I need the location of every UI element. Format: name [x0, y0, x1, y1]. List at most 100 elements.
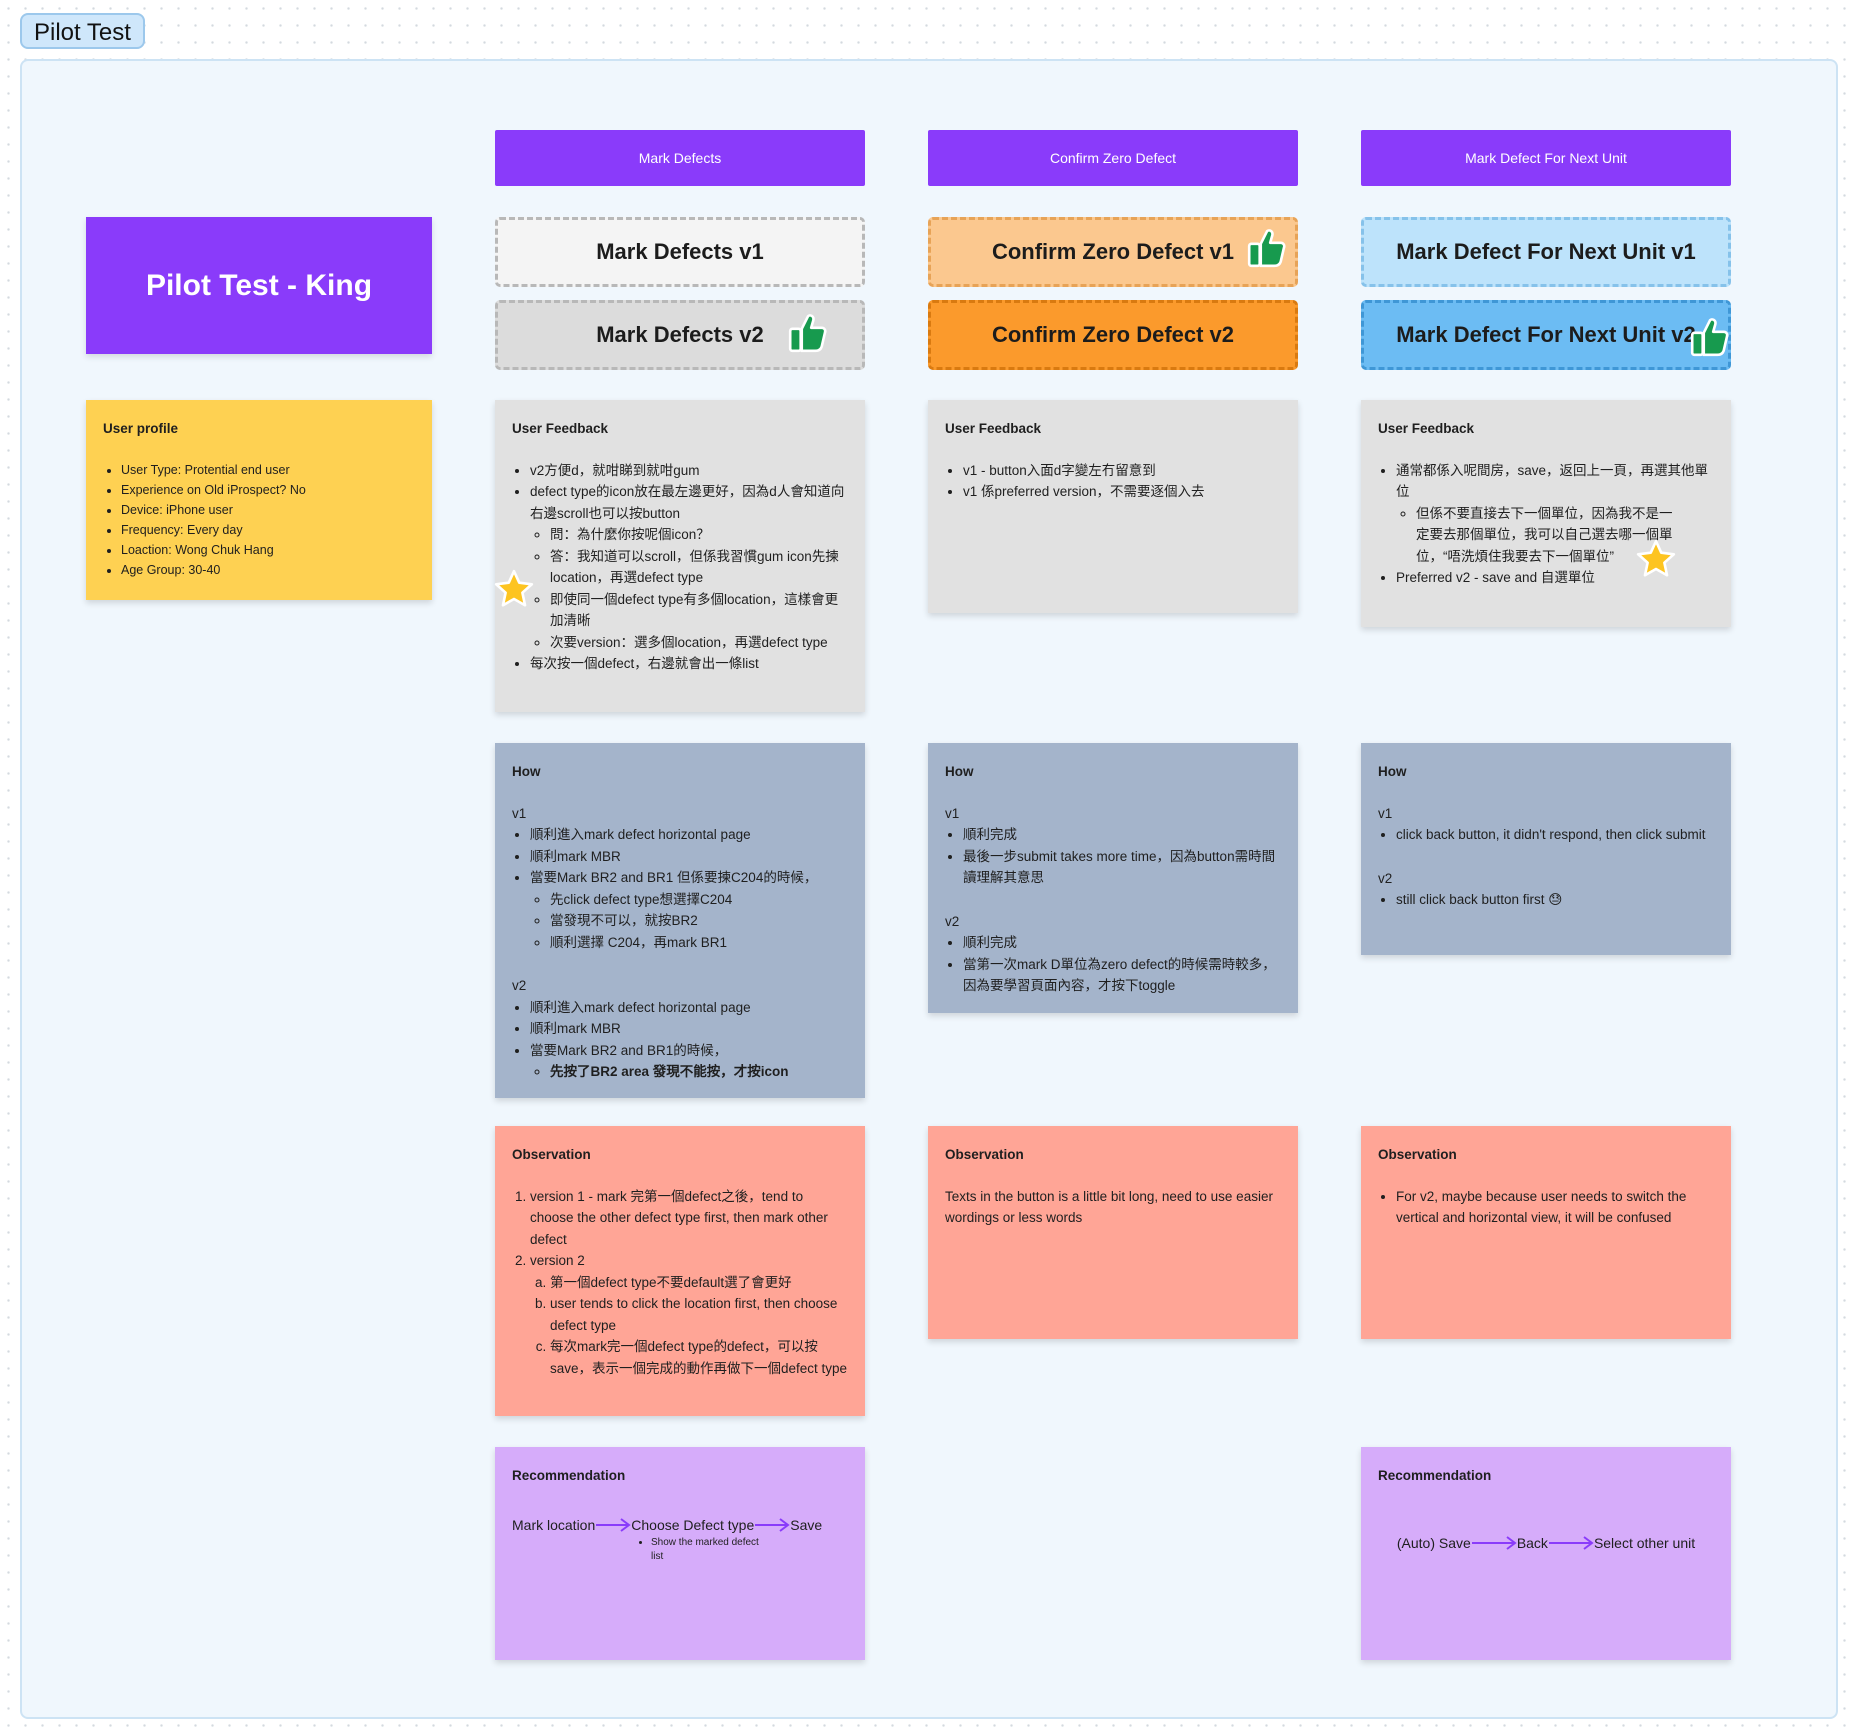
flow-step: Mark location [512, 1516, 596, 1533]
recommendation-flow: (Auto) Save Back Select other unit [1378, 1533, 1714, 1555]
column-header-mark-defects[interactable]: Mark Defects [495, 130, 865, 186]
version-label: Mark Defect For Next Unit v2 [1396, 322, 1696, 347]
list-item: User Type: Protential end user [121, 460, 415, 480]
list-item: 最後一步submit takes more time，因為button需時間讀理… [963, 846, 1281, 889]
how-list: 順利完成 當第一次mark D單位為zero defect的時候需時較多，因為要… [945, 932, 1281, 997]
list-item: 順利進入mark defect horizontal page [530, 824, 848, 846]
list-item: 順利mark MBR [530, 1018, 848, 1040]
title-card[interactable]: Pilot Test - King [86, 217, 432, 354]
user-profile-sticky[interactable]: User profile User Type: Protential end u… [86, 400, 432, 600]
list-item: 順利進入mark defect horizontal page [530, 997, 848, 1019]
list-item: 每次mark完一個defect type的defect，可以按save，表示一個… [550, 1336, 848, 1379]
list-item: click back button, it didn't respond, th… [1396, 824, 1714, 846]
thumbs-up-icon[interactable] [1245, 227, 1287, 269]
list-item: defect type的icon放在最左邊更好，因為d人會知道向右邊scroll… [530, 481, 848, 653]
version-label: Confirm Zero Defect v1 [991, 239, 1235, 264]
list-item: v1 係preferred version，不需要逐個入去 [963, 481, 1281, 503]
list-item-text: 當要Mark BR2 and BR1 但係要揀C204的時候， [530, 870, 818, 885]
list-item: v1 - button入面d字變左冇留意到 [963, 460, 1281, 482]
list-item: Preferred v2 - save and 自選單位 [1396, 567, 1714, 589]
flow-step: (Auto) Save [1396, 1534, 1471, 1551]
how-sticky-next-unit[interactable]: How v1 click back button, it didn't resp… [1361, 743, 1731, 955]
list-item: 當要Mark BR2 and BR1 但係要揀C204的時候， 先click d… [530, 867, 848, 953]
arrow-right-icon [596, 1518, 631, 1533]
how-list: still click back button first 😓 [1378, 889, 1714, 911]
observation-sticky-confirm-zero-defect[interactable]: Observation Texts in the button is a lit… [928, 1126, 1298, 1339]
list-item: 順利完成 [963, 932, 1281, 954]
list-item: For v2, maybe because user needs to swit… [1396, 1186, 1714, 1229]
list-item: 順利完成 [963, 824, 1281, 846]
list-item: 次要version：選多個location，再選defect type [550, 632, 848, 654]
star-icon[interactable] [493, 568, 535, 610]
feedback-sticky-confirm-zero-defect[interactable]: User Feedback v1 - button入面d字變左冇留意到 v1 係… [928, 400, 1298, 613]
list-item: Device: iPhone user [121, 500, 415, 520]
version-card-next-unit-v2[interactable]: Mark Defect For Next Unit v2 [1361, 300, 1731, 370]
arrow-right-icon [1471, 1536, 1517, 1551]
list-item: Frequency: Every day [121, 520, 415, 540]
list-item-text: defect type的icon放在最左邊更好，因為d人會知道向右邊scroll… [530, 484, 845, 521]
sticky-title: How [945, 764, 974, 779]
star-icon[interactable] [1635, 538, 1677, 580]
arrow-right-icon [755, 1518, 790, 1533]
list-item-text: version 2 [530, 1253, 585, 1268]
list-item: 順利mark MBR [530, 846, 848, 868]
feedback-list: 通常都係入呢間房，save，返回上一頁，再選其他單位 但係不要直接去下一個單位，… [1378, 460, 1714, 589]
column-header-confirm-zero-defect[interactable]: Confirm Zero Defect [928, 130, 1298, 186]
flow-step: Back [1516, 1534, 1548, 1551]
version-card-confirm-zero-defect-v1[interactable]: Confirm Zero Defect v1 [928, 217, 1298, 287]
observation-text: Texts in the button is a little bit long… [945, 1188, 1273, 1226]
board-tag[interactable]: Pilot Test [20, 13, 145, 49]
how-list: 順利進入mark defect horizontal page 順利mark M… [512, 824, 848, 953]
thumbs-up-icon[interactable] [786, 312, 828, 354]
observation-sticky-mark-defects[interactable]: Observation version 1 - mark 完第一個defect之… [495, 1126, 865, 1416]
sticky-title: Observation [945, 1147, 1024, 1162]
list-item-text: 當要Mark BR2 and BR1的時候， [530, 1042, 728, 1058]
column-header-mark-defect-next-unit[interactable]: Mark Defect For Next Unit [1361, 130, 1731, 186]
how-sticky-mark-defects[interactable]: How v1 順利進入mark defect horizontal page 順… [495, 743, 865, 1098]
list-item: 當發現不可以，就按BR2 [550, 910, 848, 932]
version-card-mark-defects-v2[interactable]: Mark Defects v2 [495, 300, 865, 370]
version-label: Mark Defects v2 [596, 322, 764, 347]
flow-step: Save [790, 1516, 823, 1533]
list-item: 通常都係入呢間房，save，返回上一頁，再選其他單位 但係不要直接去下一個單位，… [1396, 460, 1714, 568]
sticky-title: How [512, 764, 541, 779]
recommendation-sticky-mark-defects[interactable]: Recommendation Mark location Choose Defe… [495, 1447, 865, 1660]
list-item: user tends to click the location first, … [550, 1293, 848, 1336]
arrow-right-icon [1548, 1536, 1594, 1551]
version-label: Mark Defect For Next Unit v1 [1396, 239, 1696, 264]
version-label: v1 [945, 805, 960, 821]
feedback-sticky-next-unit[interactable]: User Feedback 通常都係入呢間房，save，返回上一頁，再選其他單位… [1361, 400, 1731, 627]
list-item: version 1 - mark 完第一個defect之後，tend to ch… [530, 1186, 848, 1251]
how-sticky-confirm-zero-defect[interactable]: How v1 順利完成 最後一步submit takes more time，因… [928, 743, 1298, 1013]
sticky-title: User Feedback [945, 421, 1042, 436]
version-card-next-unit-v1[interactable]: Mark Defect For Next Unit v1 [1361, 217, 1731, 287]
thumbs-up-icon[interactable] [1688, 316, 1730, 358]
version-label: v2 [945, 913, 960, 929]
version-label: v1 [512, 805, 527, 821]
list-item: Experience on Old iProspect? No [121, 480, 415, 500]
version-label: v2 [512, 978, 527, 993]
list-item: 第一個defect type不要default選了會更好 [550, 1272, 848, 1294]
list-item: still click back button first 😓 [1396, 889, 1714, 911]
version-card-mark-defects-v1[interactable]: Mark Defects v1 [495, 217, 865, 287]
list-item-text: 通常都係入呢間房，save，返回上一頁，再選其他單位 [1396, 462, 1709, 500]
feedback-list: v2方便d，就咁睇到就咁gum defect type的icon放在最左邊更好，… [512, 460, 848, 675]
version-label: v1 [1378, 805, 1393, 821]
list-item: 先按了BR2 area 發現不能按，才按icon [550, 1061, 848, 1083]
list-item: Age Group: 30-40 [121, 560, 415, 580]
version-card-confirm-zero-defect-v2[interactable]: Confirm Zero Defect v2 [928, 300, 1298, 370]
sticky-title: User profile [103, 421, 179, 436]
observation-sticky-next-unit[interactable]: Observation For v2, maybe because user n… [1361, 1126, 1731, 1339]
list-item: Loaction: Wong Chuk Hang [121, 540, 415, 560]
flow-step: Choose Defect type [631, 1516, 755, 1533]
sticky-title: User Feedback [512, 421, 609, 436]
list-item: 但係不要直接去下一個單位，因為我不是一定要去那個單位，我可以自己選去哪一個單位，… [1416, 503, 1714, 568]
list-item: 即使同一個defect type有多個location，這樣會更加清晰 [550, 589, 848, 632]
feedback-sticky-mark-defects[interactable]: User Feedback v2方便d，就咁睇到就咁gum defect typ… [495, 400, 865, 712]
list-item: version 2 第一個defect type不要default選了會更好 u… [530, 1250, 848, 1379]
list-item: 當第一次mark D單位為zero defect的時候需時較多，因為要學習頁面內… [963, 954, 1281, 997]
recommendation-flow: Mark location Choose Defect type Save [512, 1515, 848, 1537]
observation-list: version 1 - mark 完第一個defect之後，tend to ch… [512, 1186, 848, 1380]
recommendation-sticky-next-unit[interactable]: Recommendation (Auto) Save Back Select o… [1361, 1447, 1731, 1660]
sticky-title: Observation [512, 1147, 591, 1162]
